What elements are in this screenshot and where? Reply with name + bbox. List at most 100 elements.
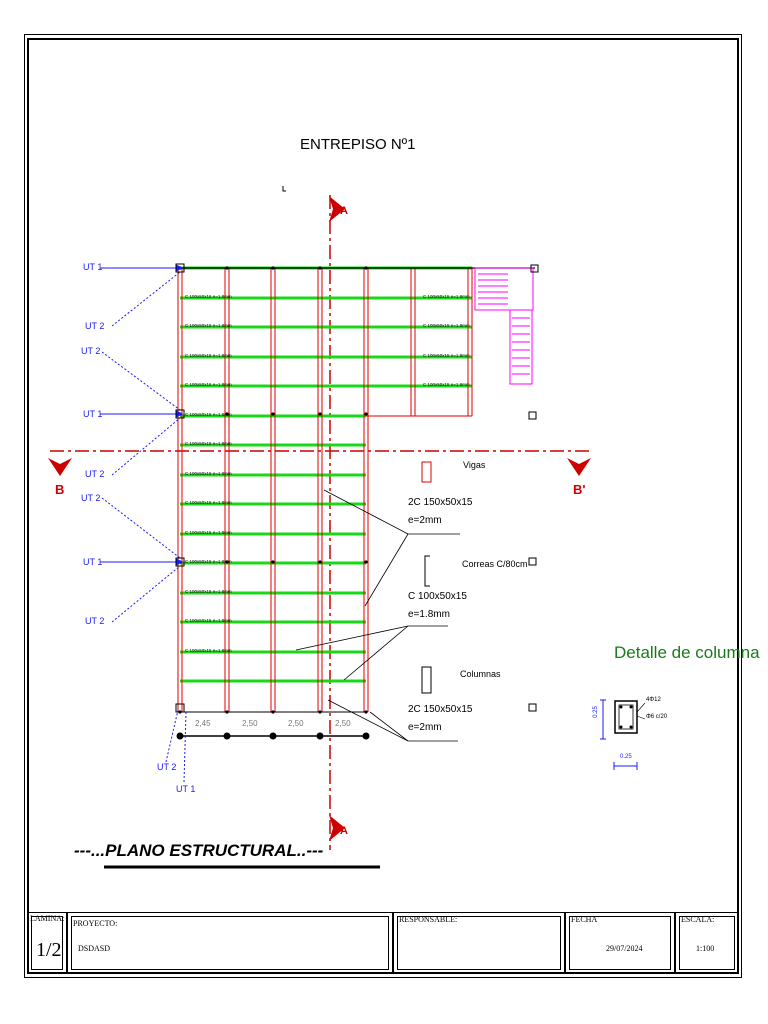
title-block-lamina: LAMINA: 1/2 xyxy=(27,912,67,974)
ut-node xyxy=(175,557,185,567)
beam-node xyxy=(225,560,229,564)
column-marker xyxy=(528,411,537,420)
legend-vigas-spec-e: e=2mm xyxy=(408,515,442,526)
purlin-label: C 100x50x15 e=1.8mm xyxy=(185,323,232,328)
purlin-label: C 100x50x15 e=1.8mm xyxy=(185,294,232,299)
beam-node xyxy=(318,560,322,564)
purlin-label: C 100x50x15 e=1.8mm xyxy=(185,530,232,535)
legend-columnas-spec: 2C 150x50x15 xyxy=(408,704,473,715)
ut-node xyxy=(175,703,185,713)
legend-vigas: Vigas xyxy=(463,460,486,470)
axis-node xyxy=(176,732,184,740)
ut-node xyxy=(175,263,185,273)
beam-node xyxy=(364,560,368,564)
dimension-label: 2,45 xyxy=(195,719,211,728)
staircase xyxy=(474,267,534,385)
section-a-label-top: A xyxy=(340,205,348,217)
beams-group xyxy=(177,268,473,713)
escala-value: 1:100 xyxy=(696,944,715,953)
section-b-label: B xyxy=(55,482,65,497)
lamina-value: 1/2 xyxy=(36,939,62,961)
section-marker-a-bottom xyxy=(329,815,345,841)
viga-profile-icon xyxy=(421,461,432,483)
column-detail-height: 0.25 xyxy=(592,706,599,718)
origin-mark xyxy=(282,186,286,192)
columna-profile-icon xyxy=(421,666,432,694)
beam-node xyxy=(271,710,275,714)
column-detail-title: Detalle de columna xyxy=(614,643,760,662)
ut1-label: UT 1 xyxy=(83,409,103,419)
purlin-label: C 100x50x15 e=1.8mm xyxy=(185,412,232,417)
dimension-label: 2,50 xyxy=(242,719,258,728)
title-block-escala: ESCALA: 1:100 xyxy=(675,912,739,974)
responsable-label: RESPONSABLE: xyxy=(399,915,458,924)
ut1-label: UT 1 xyxy=(83,262,103,272)
column-marker xyxy=(528,703,537,712)
ut2-label: UT 2 xyxy=(85,469,105,479)
legend-columnas: Columnas xyxy=(460,669,501,679)
axis-node xyxy=(316,732,324,740)
column-marker xyxy=(530,264,539,273)
purlin-label: C 100x50x15 e=1.8mm xyxy=(185,648,232,653)
title-block-fecha: FECHA 29/07/2024 xyxy=(565,912,675,974)
ut1-label: UT 1 xyxy=(176,784,196,794)
beam-node xyxy=(271,266,275,270)
axis-node xyxy=(362,732,370,740)
section-a-label-bottom: A xyxy=(340,825,348,837)
beam-node xyxy=(364,710,368,714)
ut2-label: UT 2 xyxy=(85,321,105,331)
escala-label: ESCALA: xyxy=(681,915,715,924)
drawing-title: ENTREPISO Nº1 xyxy=(300,136,416,153)
beam-node xyxy=(318,412,322,416)
purlin-label: C 100x50x15 e=1.8mm xyxy=(185,382,232,387)
title-block-proyecto: PROYECTO: DSDASD xyxy=(67,912,393,974)
ut2-label: UT 2 xyxy=(81,346,101,356)
beam-node xyxy=(271,560,275,564)
lamina-label: LAMINA: xyxy=(30,914,65,923)
beam-node xyxy=(225,710,229,714)
section-marker-b xyxy=(48,458,72,476)
beam-node xyxy=(225,412,229,416)
ut-arrows xyxy=(100,264,187,783)
proyecto-value: DSDASD xyxy=(78,944,111,953)
ut1-label: UT 1 xyxy=(83,557,103,567)
purlin-label: C 100x50x15 e=1.8mm xyxy=(185,589,232,594)
plan-title: ---...PLANO ESTRUCTURAL..--- xyxy=(74,841,324,860)
legend-vigas-spec: 2C 150x50x15 xyxy=(408,497,473,508)
ut2-label: UT 2 xyxy=(85,616,105,626)
legend-correas-spec-e: e=1.8mm xyxy=(408,609,450,620)
purlin-label: C 100x50x15 e=1.8mm xyxy=(185,618,232,623)
fecha-value: 29/07/2024 xyxy=(606,944,643,953)
legend-correas: Correas C/80cm xyxy=(462,559,528,569)
title-block-responsable: RESPONSABLE: xyxy=(393,912,565,974)
purlin-label: C 100x50x15 e=1.8mm xyxy=(185,500,232,505)
ut-node xyxy=(175,409,185,419)
column-detail-rebar: 4Φ12 xyxy=(646,697,661,703)
beam-node xyxy=(364,412,368,416)
proyecto-label: PROYECTO: xyxy=(73,919,118,928)
correa-profile-icon xyxy=(424,555,430,587)
purlin-label: C 100x50x15 e=1.8mm xyxy=(423,294,470,299)
legend-columnas-spec-e: e=2mm xyxy=(408,722,442,733)
purlin-label: C 100x50x15 e=1.8mm xyxy=(185,441,232,446)
column-detail-stirrup: Φ6 c/20 xyxy=(646,714,668,720)
dimension-label: 2,50 xyxy=(335,719,351,728)
dimension-label: 2,50 xyxy=(288,719,304,728)
section-b-prime-label: B' xyxy=(573,482,586,497)
beam-node xyxy=(318,266,322,270)
axis-node xyxy=(223,732,231,740)
ut2-label: UT 2 xyxy=(157,762,177,772)
purlin-label: C 100x50x15 e=1.8mm xyxy=(185,471,232,476)
purlin-label: C 100x50x15 e=1.8mm xyxy=(423,353,470,358)
beam-node xyxy=(225,266,229,270)
column-marker xyxy=(528,557,537,566)
legend-correas-spec: C 100x50x15 xyxy=(408,591,467,602)
fecha-label: FECHA xyxy=(571,915,598,924)
beam-node xyxy=(364,266,368,270)
section-marker-b-prime xyxy=(567,458,591,476)
ut2-label: UT 2 xyxy=(81,493,101,503)
purlin-label: C 100x50x15 e=1.8mm xyxy=(423,323,470,328)
column-detail-width: 0.25 xyxy=(620,754,632,760)
section-marker-a-top xyxy=(329,196,345,222)
